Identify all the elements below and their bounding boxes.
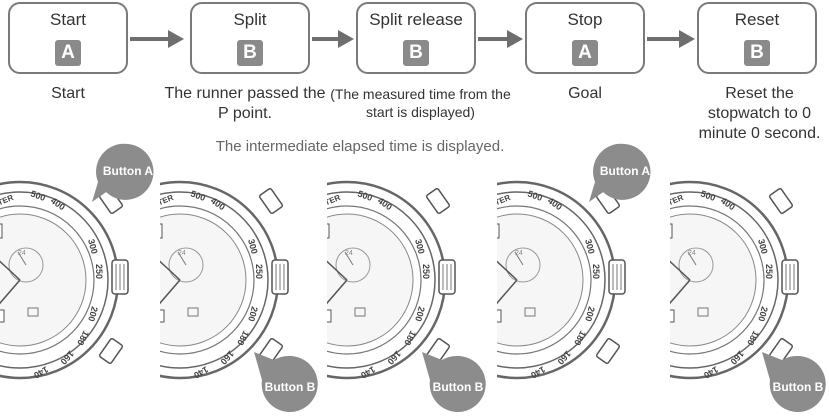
bezel-number: 250: [764, 264, 774, 279]
step-stop: Stop A: [525, 2, 645, 74]
subdial-number: 24: [515, 250, 523, 257]
bezel-number: 250: [254, 264, 264, 279]
step-start: Start A: [8, 2, 128, 74]
step-split: Split B: [190, 2, 310, 74]
watch-illustration: 24 METER 500 400 300 250 200 180 160 140: [0, 180, 129, 380]
bezel-number: 300: [413, 238, 427, 255]
step-label: Start: [50, 10, 86, 29]
step-label: Reset: [734, 10, 780, 29]
bezel-number: 300: [246, 238, 260, 255]
intermediate-time-note: The intermediate elapsed time is display…: [215, 138, 505, 155]
bezel-number: 300: [86, 238, 100, 255]
bezel-number: 500: [526, 188, 544, 203]
subdial-number: 24: [345, 250, 353, 257]
callout-label: Button B: [264, 380, 316, 394]
bezel-number: 500: [699, 188, 717, 203]
watch-illustration: 24 METER 500 400 300 250 200 180 160 140: [327, 180, 456, 380]
step-caption: Start: [51, 85, 85, 102]
watch-illustration: 24 METER 500 400 300 250 200 180 160 140: [670, 180, 799, 380]
subdial-number: 24: [18, 250, 26, 257]
callout-label: Button B: [772, 380, 824, 394]
step-caption: (The measured time from the start is dis…: [330, 86, 511, 120]
button-a-callout: Button A: [90, 142, 166, 204]
button-b-callout: Button B: [760, 350, 829, 412]
step-label: Split: [233, 10, 267, 29]
flow-arrow: [647, 30, 695, 48]
bezel-number: 200: [86, 305, 100, 322]
step-caption: The runner passed the P point.: [164, 85, 326, 122]
step-reset: Reset B: [697, 2, 817, 74]
subdial-number: 24: [688, 250, 696, 257]
bezel-number: 250: [94, 264, 104, 279]
callout-label: Button A: [102, 164, 154, 178]
bezel-number: 200: [583, 305, 597, 322]
step-label: Stop: [567, 10, 603, 29]
bezel-number: 250: [421, 264, 431, 279]
button-key-badge: B: [237, 40, 263, 66]
step-split-release: Split release B: [356, 2, 476, 74]
bezel-number: 300: [583, 238, 597, 255]
flow-arrow: [130, 30, 184, 48]
watch-illustration: 24 METER 500 400 300 250 200 180 160 140: [497, 180, 626, 380]
bezel-number: 200: [246, 305, 260, 322]
watch-stop: 24 METER 500 400 300 250 200 180 160 140: [497, 160, 677, 409]
callout-label: Button A: [599, 164, 651, 178]
bezel-number: 200: [413, 305, 427, 322]
bezel-number: 500: [356, 188, 374, 203]
watch-start: 24 METER 500 400 300 250 200 180 160 140: [0, 160, 180, 409]
step-label: Split release: [369, 10, 463, 29]
button-key-badge: A: [572, 40, 598, 66]
watch-illustration: 24 METER 500 400 300 250 200 180 160 140: [160, 180, 289, 380]
step-caption: Goal: [568, 85, 602, 102]
bezel-number: 500: [189, 188, 207, 203]
button-b-callout: Button B: [420, 350, 496, 412]
callout-label: Button B: [432, 380, 484, 394]
flow-arrow: [478, 30, 523, 48]
bezel-number: 300: [756, 238, 770, 255]
flow-arrow: [312, 30, 354, 48]
button-key-badge: B: [744, 40, 770, 66]
bezel-number: 200: [756, 305, 770, 322]
bezel-number: 500: [29, 188, 47, 203]
button-key-badge: B: [403, 40, 429, 66]
watch-reset: 24 METER 500 400 300 250 200 180 160 140: [670, 160, 829, 409]
button-key-badge: A: [55, 40, 81, 66]
button-a-callout: Button A: [587, 142, 663, 204]
button-b-callout: Button B: [252, 350, 328, 412]
watch-split: 24 METER 500 400 300 250 200 180 160 140: [160, 160, 340, 409]
bezel-number: 250: [591, 264, 601, 279]
watch-split-release: 24 METER 500 400 300 250 200 180 160 140: [327, 160, 507, 409]
subdial-number: 24: [178, 250, 186, 257]
step-caption: Reset the stopwatch to 0 minute 0 second…: [698, 85, 821, 142]
